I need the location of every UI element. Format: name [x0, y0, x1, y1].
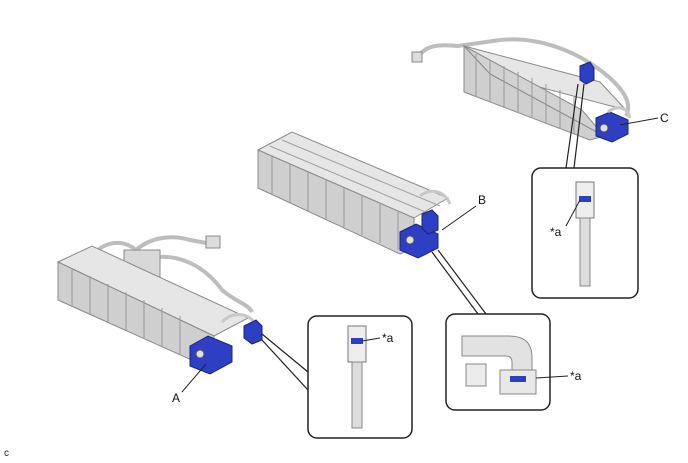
- inset-c-star-a: *a: [550, 225, 562, 239]
- connector-a-highlight: [189, 335, 233, 375]
- inset-b-star-a: *a: [570, 369, 582, 383]
- inset-a: *a: [307, 315, 413, 439]
- inset-c: *a: [531, 167, 639, 299]
- inset-b: *a: [445, 313, 582, 411]
- figure-code: c: [4, 448, 9, 459]
- battery-module-c: [411, 37, 632, 143]
- label-c: C: [660, 111, 669, 125]
- label-a: A: [172, 391, 180, 405]
- inset-a-star-a: *a: [382, 331, 394, 345]
- label-b: B: [478, 193, 486, 207]
- battery-module-b: [256, 131, 452, 259]
- battery-module-a: [56, 235, 263, 375]
